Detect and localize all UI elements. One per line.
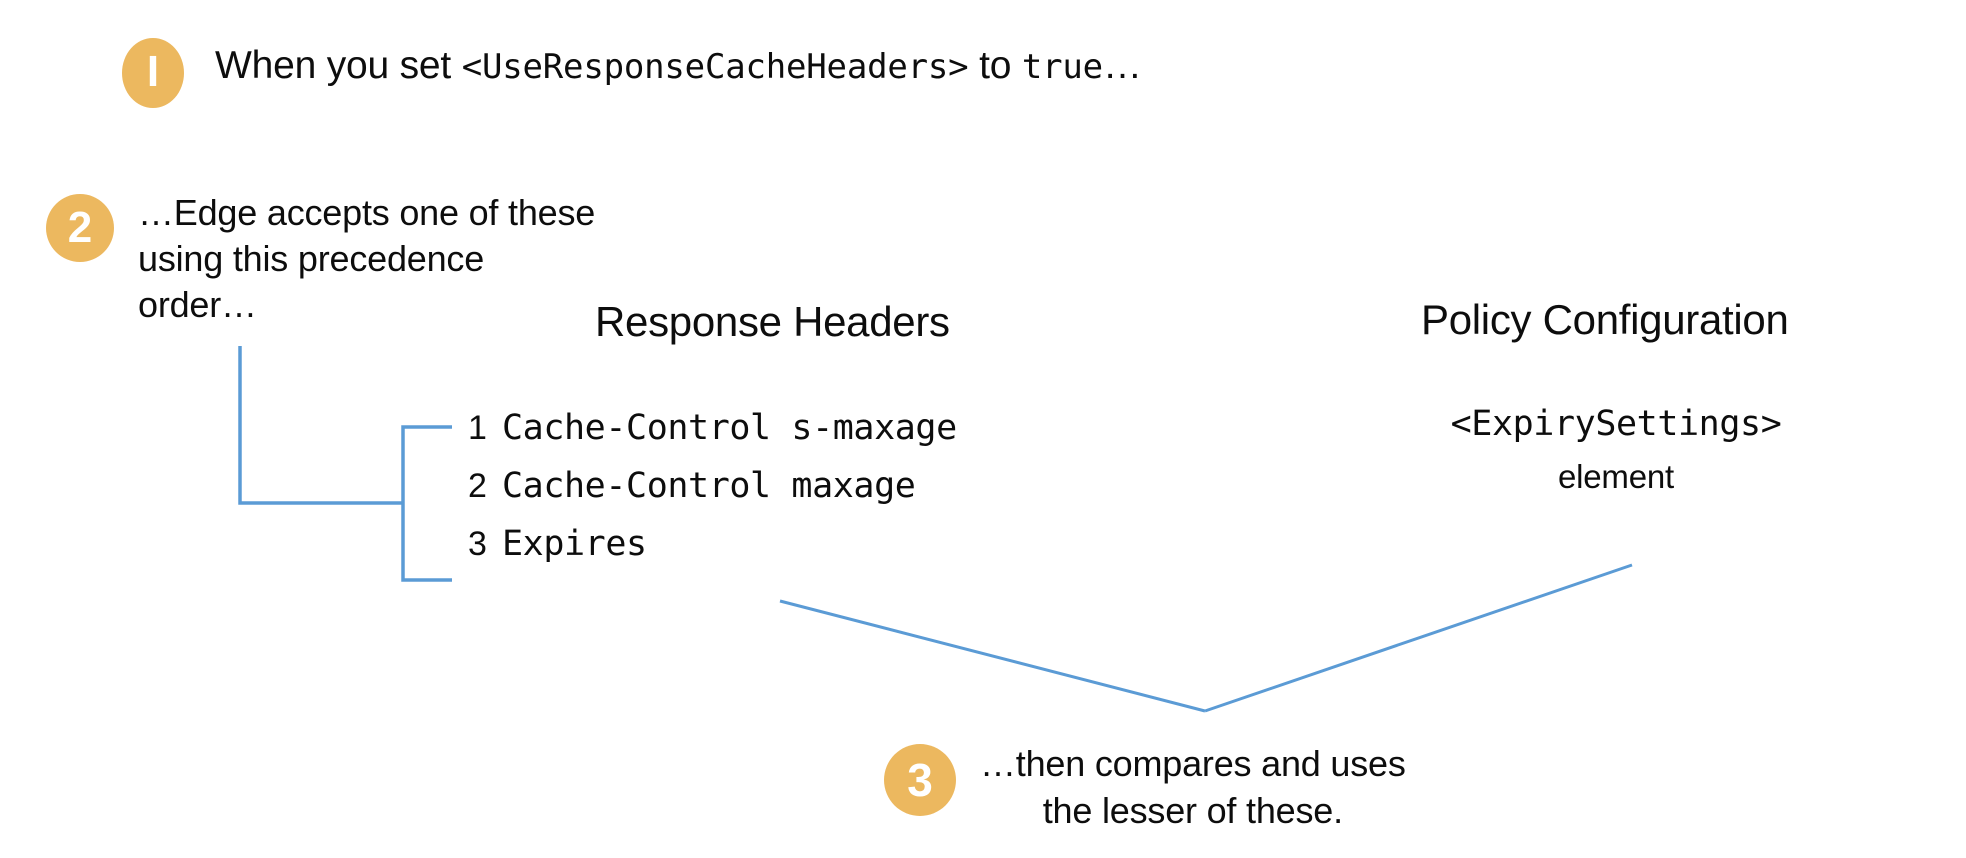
- step-1-caption-prefix: When you set: [215, 44, 462, 87]
- response-header-index: 2: [468, 467, 487, 505]
- policy-configuration-heading: Policy Configuration: [1421, 296, 1789, 343]
- response-to-compare-connector: [779, 599, 1206, 713]
- step-1-badge: I: [122, 38, 184, 108]
- step-1-caption-middle: to: [968, 44, 1022, 87]
- step-3-caption-line-1: …then compares and uses: [980, 743, 1406, 784]
- response-header-index: 3: [468, 525, 487, 563]
- step-2-caption-line-2: using this precedence: [138, 238, 485, 279]
- step-3-caption-line-2: the lesser of these.: [1042, 790, 1343, 831]
- step-2-caption-line-3: order…: [138, 284, 257, 325]
- response-header-name: Expires: [502, 524, 647, 564]
- step-2-caption: …Edge accepts one of these using this pr…: [138, 190, 595, 328]
- step-2-badge: 2: [46, 194, 114, 262]
- response-header-item: 2 Cache-Control maxage: [468, 466, 957, 524]
- response-header-item: 1 Cache-Control s-maxage: [468, 408, 957, 466]
- response-header-index: 1: [468, 409, 487, 447]
- policy-configuration-body: <ExpirySettings> element: [1421, 404, 1811, 496]
- step-3-caption: …then compares and uses the lesser of th…: [980, 740, 1406, 834]
- step-3-badge: 3: [884, 744, 956, 816]
- response-header-name: Cache-Control s-maxage: [502, 408, 957, 448]
- step-3-badge-number: 3: [907, 754, 933, 806]
- step2-elbow-connector: [238, 346, 403, 505]
- response-headers-heading: Response Headers: [595, 298, 950, 345]
- step-1-caption-suffix: …: [1102, 44, 1142, 87]
- expiry-settings-element-word: element: [1557, 458, 1674, 495]
- step-2-caption-line-1: …Edge accepts one of these: [138, 192, 596, 233]
- step-1-badge-number: I: [146, 47, 160, 96]
- expiry-settings-tag: <ExpirySettings>: [1450, 404, 1782, 444]
- step-1-caption-setting: <UseResponseCacheHeaders>: [461, 47, 969, 87]
- step-2-badge-number: 2: [67, 203, 93, 252]
- step-1-caption: When you set <UseResponseCacheHeaders> t…: [215, 44, 1142, 88]
- step-1-caption-value: true: [1021, 47, 1103, 87]
- response-header-item: 3 Expires: [468, 524, 957, 582]
- response-header-name: Cache-Control maxage: [502, 466, 916, 506]
- header-group-bracket: [401, 425, 452, 582]
- policy-to-compare-connector: [1204, 563, 1633, 713]
- response-headers-list: 1 Cache-Control s-maxage 2 Cache-Control…: [468, 408, 957, 582]
